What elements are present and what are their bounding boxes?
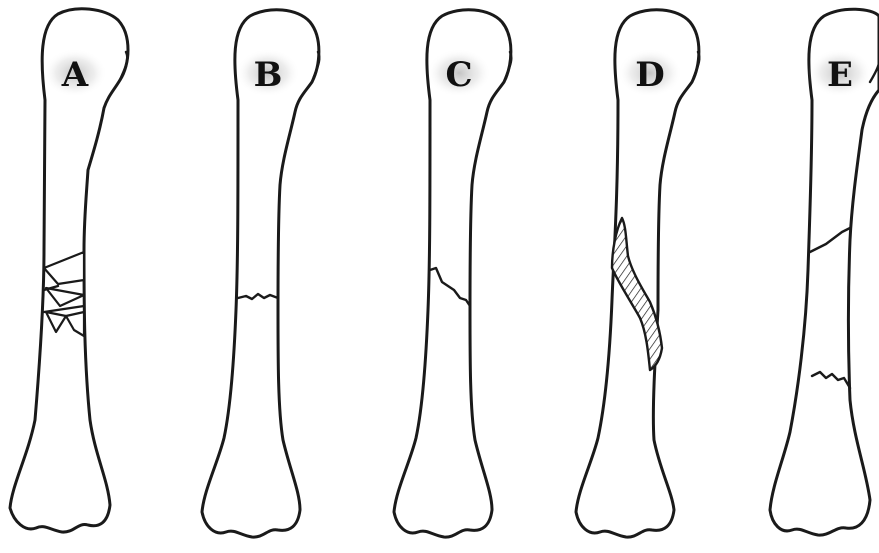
bone-c-label: C	[445, 55, 472, 95]
bone-a: A	[10, 9, 128, 532]
bone-b: B	[202, 10, 319, 537]
bone-b-label: B	[254, 55, 283, 95]
bone-a-label: A	[61, 55, 89, 95]
bone-c: C	[394, 10, 511, 537]
bone-e-label: E	[827, 55, 853, 95]
bone-e: E	[770, 9, 879, 535]
bone-d: D	[576, 10, 699, 537]
bone-d-label: D	[635, 55, 664, 95]
